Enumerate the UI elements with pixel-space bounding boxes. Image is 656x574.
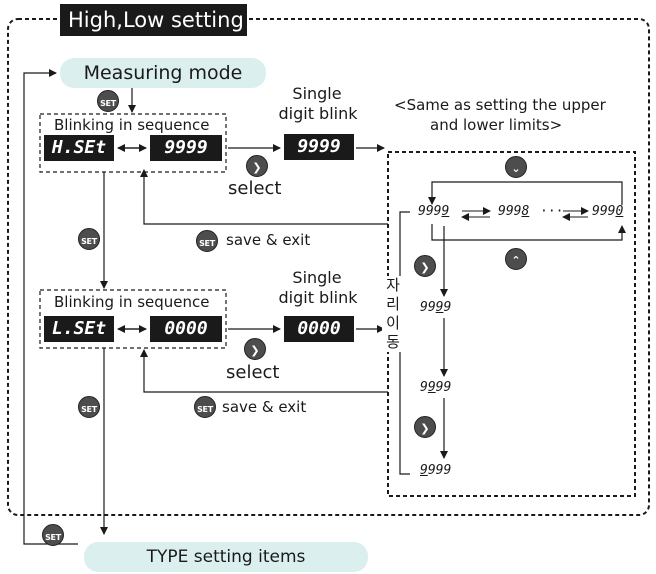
low-single-blink-line1: Single (292, 268, 342, 287)
outer-frame (7, 18, 650, 516)
chevron-right-icon[interactable]: ❯ (246, 155, 268, 177)
digit-move-char: 자 (386, 276, 400, 294)
low-display-left: L.SEt (44, 316, 114, 342)
high-select-label: select (228, 178, 282, 199)
low-display-right: 0000 (150, 316, 222, 342)
low-single-display: 0000 (284, 316, 354, 342)
digit-move-char: 리 (386, 295, 400, 313)
low-save-exit-label: save & exit (222, 398, 307, 416)
high-single-display: 9999 (284, 134, 354, 160)
cycle-ellipsis: ··· (540, 204, 564, 219)
measuring-mode-label: Measuring mode (83, 62, 243, 84)
high-display-right: 9999 (150, 135, 222, 161)
section-title: High,Low setting (60, 4, 247, 36)
low-single-blink-line2: digit blink (278, 288, 358, 307)
digit-move-char: 이 (386, 314, 400, 332)
type-setting-items-label: TYPE setting items (146, 547, 306, 567)
low-select-label: select (226, 362, 280, 383)
cycle-value-2: 9998 (498, 204, 530, 219)
note-line1: <Same as setting the upper (394, 96, 606, 114)
cycle-value-1: 9999 (418, 204, 450, 219)
set-button-icon[interactable]: SET (194, 396, 216, 418)
digit-move-char: 동 (386, 333, 400, 351)
column-value-3: 9999 (420, 463, 452, 478)
chevron-down-icon[interactable]: ⌄ (505, 156, 527, 178)
high-single-blink-line2: digit blink (278, 104, 358, 123)
measuring-mode-pill: Measuring mode (60, 58, 266, 88)
set-button-icon[interactable]: SET (78, 396, 100, 418)
digit-move-label: 자 리 이 동 (382, 276, 404, 352)
high-display-left: H.SEt (44, 135, 114, 161)
low-blink-frame (39, 289, 227, 349)
chevron-right-icon[interactable]: ❯ (414, 416, 436, 438)
note-line2: and lower limits> (430, 116, 563, 134)
chevron-up-icon[interactable]: ⌃ (505, 248, 527, 270)
column-value-2: 9999 (420, 380, 452, 395)
type-setting-items-pill: TYPE setting items (84, 542, 368, 572)
cycle-value-3: 9990 (592, 204, 624, 219)
high-blink-caption: Blinking in sequence (54, 116, 210, 134)
high-single-blink-line1: Single (292, 84, 342, 103)
high-save-exit-label: save & exit (226, 231, 311, 249)
column-value-1: 9999 (420, 300, 452, 315)
set-button-icon[interactable]: SET (42, 524, 64, 546)
set-button-icon[interactable]: SET (97, 90, 119, 112)
chevron-right-icon[interactable]: ❯ (414, 255, 436, 277)
set-button-icon[interactable]: SET (196, 230, 218, 252)
set-button-icon[interactable]: SET (78, 228, 100, 250)
high-blink-frame (39, 113, 227, 173)
low-blink-caption: Blinking in sequence (54, 293, 210, 311)
chevron-right-icon[interactable]: ❯ (244, 338, 266, 360)
